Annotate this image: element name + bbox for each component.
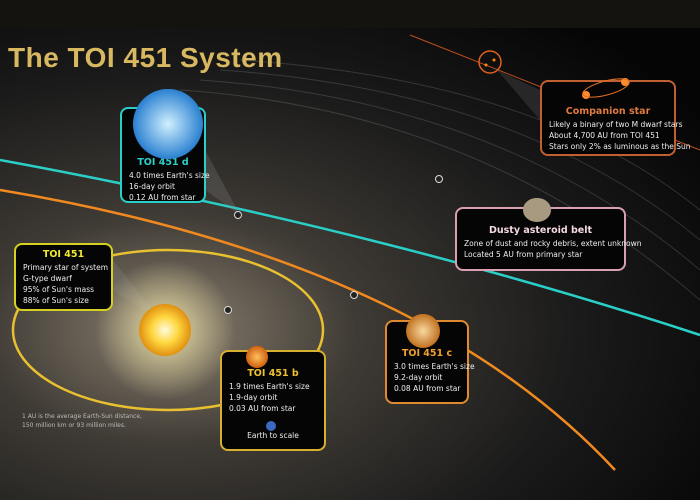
planet-d-size: 4.0 times Earth's size xyxy=(129,171,210,180)
star-line: 95% of Sun's mass xyxy=(23,285,95,294)
footnote-line: 1 AU is the average Earth-Sun distance, xyxy=(22,413,142,420)
asteroid-belt-card: Dusty asteroid belt Zone of dust and roc… xyxy=(455,207,642,271)
belt-line: Zone of dust and rocky debris, extent un… xyxy=(464,239,642,248)
planet-c-card: TOI 451 c 3.0 times Earth's size 9.2-day… xyxy=(385,320,475,404)
planet-b-name: TOI 451 b xyxy=(247,368,299,379)
planet-d-orbit: 16-day orbit xyxy=(129,182,175,191)
footnote-line: 150 million km or 93 million miles. xyxy=(22,422,126,429)
planet-b-orbit: 1.9-day orbit xyxy=(229,393,278,402)
planet-b-size: 1.9 times Earth's size xyxy=(229,382,310,391)
top-strip xyxy=(0,0,700,28)
companion-marker xyxy=(478,50,502,74)
star-line: Primary star of system xyxy=(23,263,109,272)
planet-d-name: TOI 451 d xyxy=(137,157,189,168)
companion-line: About 4,700 AU from TOI 451 xyxy=(549,131,660,140)
star-card: TOI 451 Primary star of system G-type dw… xyxy=(14,243,113,311)
companion-line: Likely a binary of two M dwarf stars xyxy=(549,120,683,129)
companion-line: Stars only 2% as luminous as the Sun xyxy=(549,142,691,151)
earth-label: Earth to scale xyxy=(247,431,299,440)
footnote: 1 AU is the average Earth-Sun distance, … xyxy=(22,412,142,430)
planet-b-card: TOI 451 b 1.9 times Earth's size 1.9-day… xyxy=(220,350,326,451)
belt-name: Dusty asteroid belt xyxy=(488,225,592,236)
planet-b-distance: 0.03 AU from star xyxy=(229,404,296,413)
planet-c-orbit: 9.2-day orbit xyxy=(394,373,443,382)
orbit-d xyxy=(0,158,700,337)
orbit-c xyxy=(0,188,616,471)
planet-c-name: TOI 451 c xyxy=(401,348,453,359)
companion-name: Companion star xyxy=(565,106,651,117)
star-name: TOI 451 xyxy=(42,249,85,260)
planet-d-card: TOI 451 d 4.0 times Earth's size 16-day … xyxy=(120,107,210,203)
primary-star xyxy=(139,304,191,356)
asteroid-belt-band xyxy=(179,59,700,301)
page-title: The TOI 451 System xyxy=(8,42,283,73)
planet-c-distance: 0.08 AU from star xyxy=(394,384,461,393)
planet-c-size: 3.0 times Earth's size xyxy=(394,362,475,371)
companion-card: Companion star Likely a binary of two M … xyxy=(540,80,691,156)
orbit-b xyxy=(11,248,325,412)
star-line: 88% of Sun's size xyxy=(23,296,89,305)
planet-d-distance: 0.12 AU from star xyxy=(129,193,196,202)
star-line: G-type dwarf xyxy=(23,274,72,283)
belt-line: Located 5 AU from primary star xyxy=(464,250,583,259)
